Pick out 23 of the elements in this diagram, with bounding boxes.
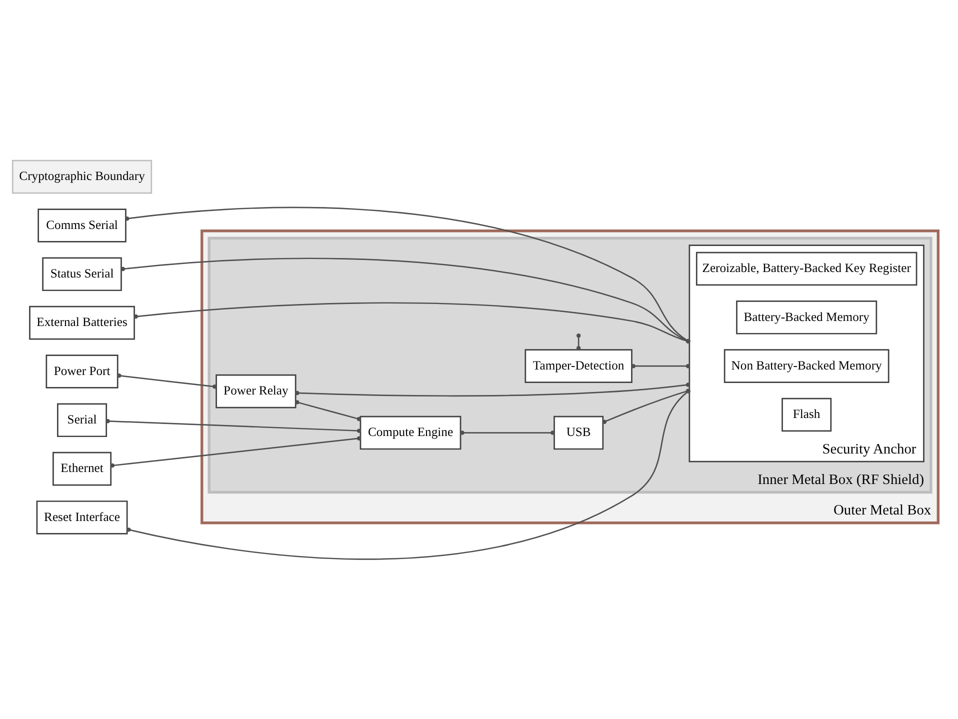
node-box: Serial xyxy=(57,402,108,437)
node-box: Compute Engine xyxy=(360,415,462,450)
connector xyxy=(106,418,362,432)
connector xyxy=(460,430,555,434)
node-box: Power Relay xyxy=(216,374,296,408)
node-box: Status Serial xyxy=(42,256,122,291)
connector xyxy=(576,332,581,350)
connector xyxy=(295,400,362,421)
node-box: Tamper-Detection xyxy=(524,348,632,382)
node-box: USB xyxy=(554,415,604,450)
node-box: Cryptographic Boundary xyxy=(12,159,152,194)
connector xyxy=(110,436,362,468)
node-box: Battery-Backed Memory xyxy=(736,300,878,334)
connector xyxy=(117,373,217,388)
node-box: Power Port xyxy=(46,354,118,388)
node-box: External Batteries xyxy=(29,305,135,340)
node-box: Comms Serial xyxy=(38,208,126,242)
node-box: Reset Interface xyxy=(36,500,128,534)
connector xyxy=(631,363,690,368)
node-box: Flash xyxy=(782,397,832,432)
node-box: Ethernet xyxy=(52,451,112,486)
node-box: Zeroizable, Battery-Backed Key Register xyxy=(696,251,918,286)
node-box: Non Battery-Backed Memory xyxy=(724,348,890,382)
